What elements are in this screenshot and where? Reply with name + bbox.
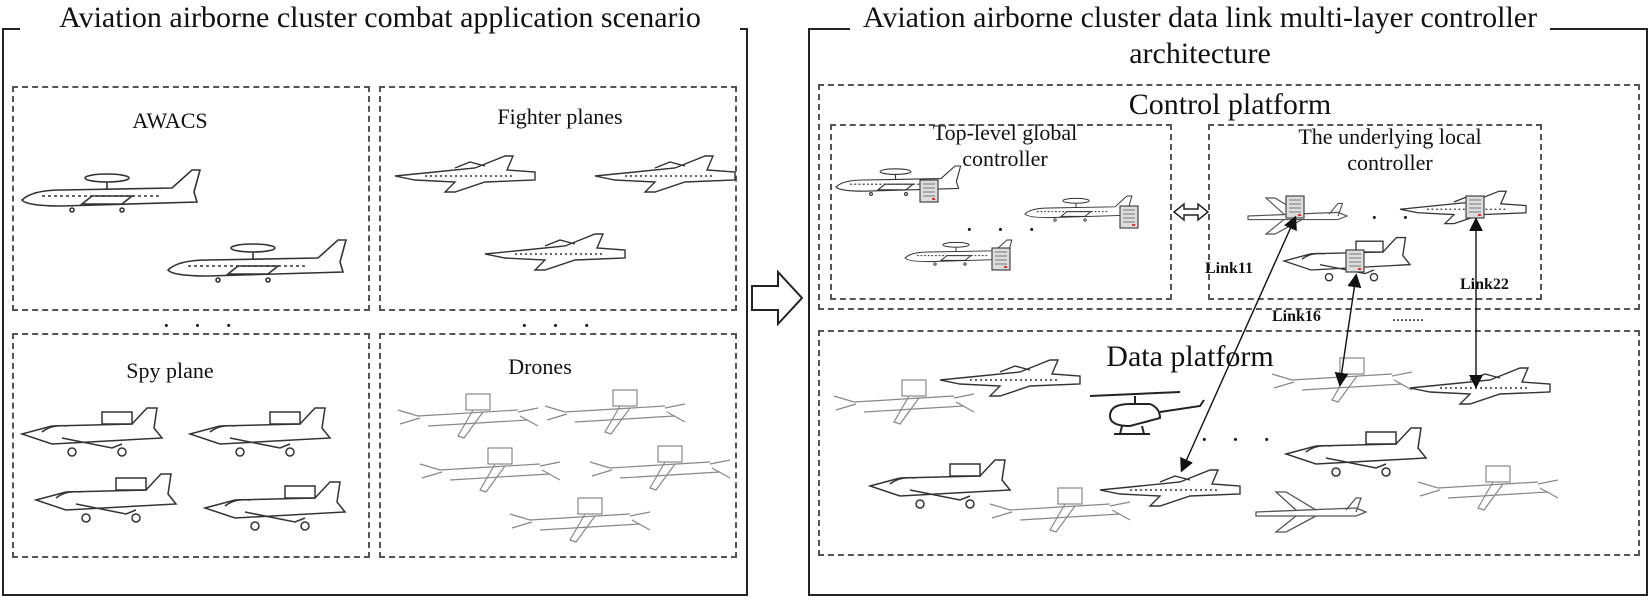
drones-label: Drones: [508, 354, 572, 379]
drones-box: [379, 333, 737, 558]
global-controller-box: [830, 124, 1172, 300]
spy-label: Spy plane: [126, 358, 214, 383]
local-controller-label: The underlying local controller: [1298, 124, 1482, 175]
fighters-label: Fighter planes: [497, 104, 623, 129]
fighters-box: [379, 86, 737, 311]
link22-label: Link22: [1460, 276, 1509, 293]
awacs-label: AWACS: [132, 108, 208, 133]
links-ellipsis: ........: [1392, 308, 1424, 325]
link16-label: Link16: [1272, 308, 1321, 325]
data-ellipsis: · · ·: [1200, 425, 1279, 454]
global-controller-label: Top-level global controller: [932, 120, 1078, 171]
architecture-title: Aviation airborne cluster data link mult…: [850, 0, 1550, 72]
control-platform-label: Control platform: [1128, 88, 1332, 121]
global-ellipsis: · · ·: [965, 215, 1044, 244]
link11-label: Link11: [1205, 260, 1254, 277]
scenario-title: Aviation airborne cluster combat applica…: [20, 0, 740, 36]
right-ellipsis: · · ·: [520, 311, 599, 340]
spy-box: [12, 333, 370, 558]
awacs-box: [12, 86, 370, 311]
local-ellipsis: · ·: [1370, 203, 1418, 232]
left-ellipsis: · · ·: [162, 311, 241, 340]
data-platform-label: Data platform: [1106, 340, 1274, 373]
